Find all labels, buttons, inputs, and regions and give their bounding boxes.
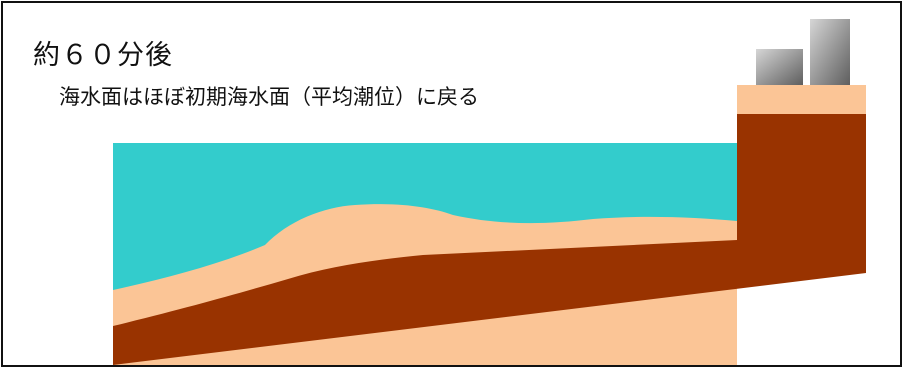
building-icon (756, 19, 850, 85)
diagram-title: 約６０分後 (33, 40, 173, 71)
cross-section (113, 19, 866, 365)
diagram-subtitle: 海水面はほぼ初期海水面（平均潮位）に戻る (59, 85, 479, 109)
ground-layer (113, 114, 866, 365)
embankment-top (737, 85, 866, 114)
